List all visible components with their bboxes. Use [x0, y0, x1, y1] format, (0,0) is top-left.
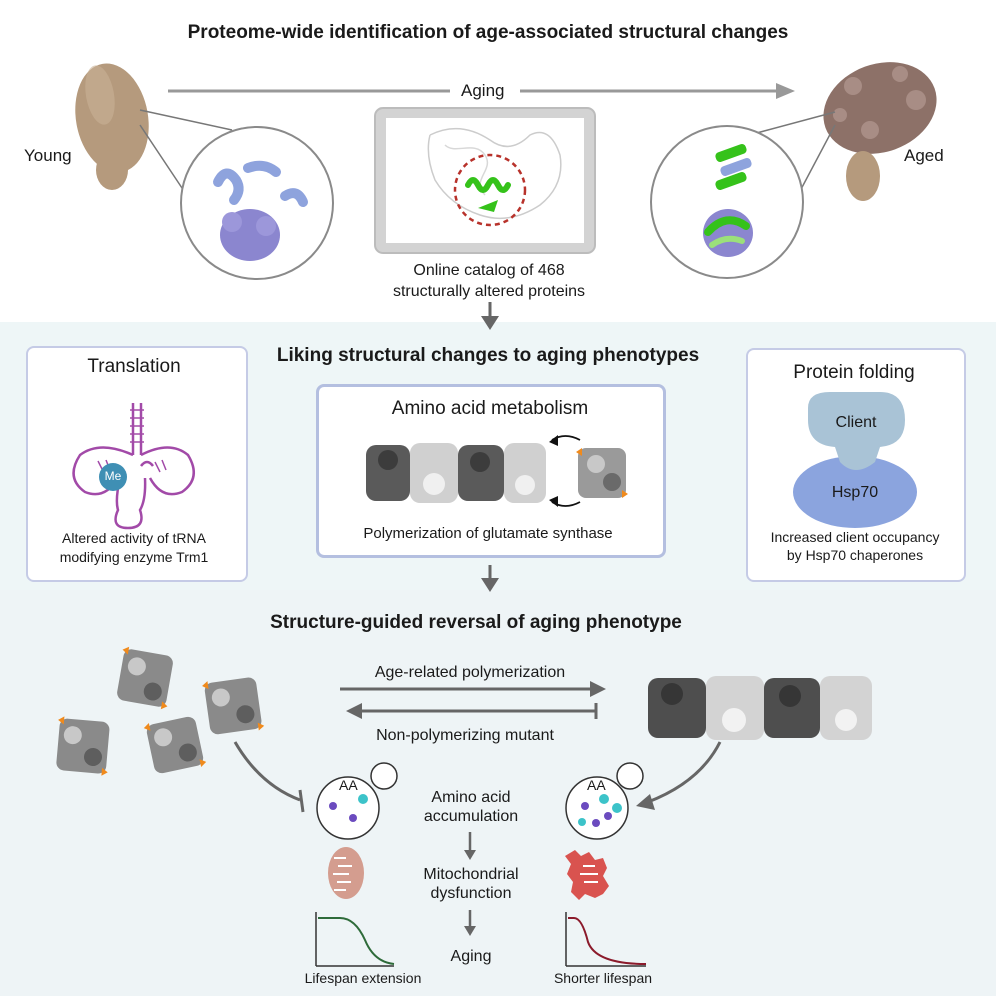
aged-proteome-circle	[650, 125, 804, 279]
aging-label: Aging	[455, 81, 511, 101]
aging-arrowhead	[776, 83, 795, 99]
translation-box	[26, 346, 248, 582]
aged-yeast-cell	[823, 62, 937, 201]
section3-title: Structure-guided reversal of aging pheno…	[270, 612, 682, 633]
section2-title: Liking structural changes to aging pheno…	[276, 345, 700, 366]
aged-label: Aged	[904, 146, 944, 165]
catalog-caption-line2: structurally altered proteins	[392, 283, 586, 300]
me-label: Me	[104, 469, 122, 483]
translation-caption-line1: Altered activity of tRNA	[62, 530, 206, 546]
step-dysfunction: dysfunction	[430, 885, 512, 902]
section1-title: Proteome-wide identification of age-asso…	[187, 22, 789, 43]
reverse-label: Non-polymerizing mutant	[376, 727, 554, 744]
translation-caption-line2: modifying enzyme Trm1	[59, 549, 209, 565]
translation-title: Translation	[87, 356, 181, 377]
step-aging: Aging	[450, 948, 492, 965]
catalog-screen-icon	[374, 107, 596, 254]
step-mitochondrial: Mitochondrial	[423, 866, 519, 883]
folding-caption-line2: by Hsp70 chaperones	[786, 547, 924, 563]
catalog-caption-line1: Online catalog of 468	[413, 262, 565, 279]
step-accumulation: accumulation	[423, 808, 519, 825]
metabolism-title: Amino acid metabolism	[391, 398, 589, 419]
metabolism-caption: Polymerization of glutamate synthase	[363, 525, 613, 542]
young-label: Young	[24, 146, 72, 165]
young-proteome-circle	[180, 126, 334, 280]
folding-caption-line1: Increased client occupancy	[770, 529, 940, 545]
aa-label-left: AA	[339, 777, 358, 793]
forward-label: Age-related polymerization	[374, 664, 566, 681]
step-amino-acid: Amino acid	[431, 789, 511, 806]
shorter-lifespan-caption: Shorter lifespan	[553, 970, 653, 986]
aa-label-right: AA	[587, 777, 606, 793]
young-yeast-cell	[75, 63, 149, 190]
folding-title: Protein folding	[793, 362, 915, 383]
client-label: Client	[835, 414, 877, 431]
hsp70-label: Hsp70	[831, 484, 879, 501]
lifespan-extension-caption: Lifespan extension	[304, 970, 422, 986]
